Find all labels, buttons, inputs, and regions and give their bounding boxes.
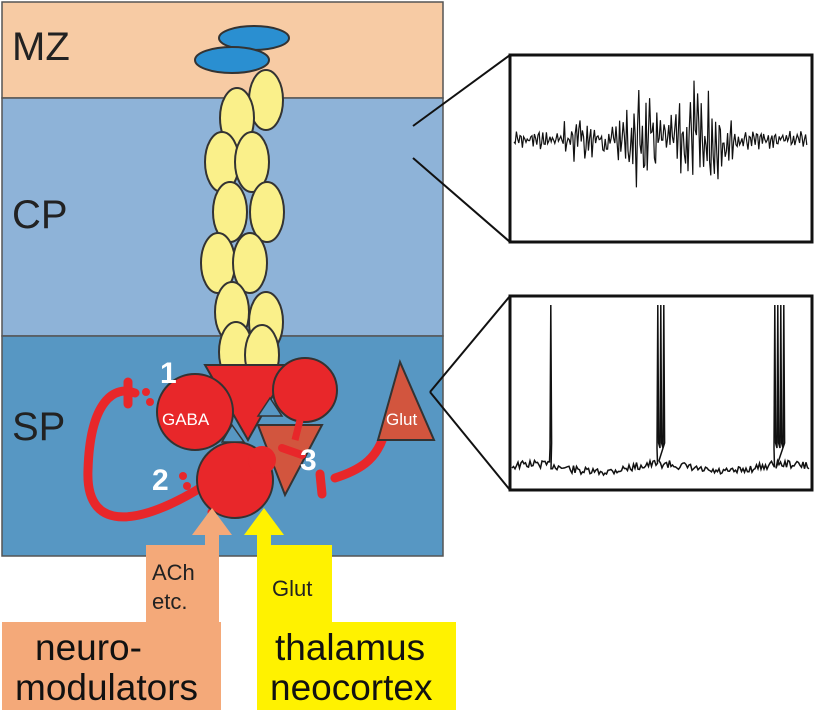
zoom-line-bottom-2 <box>429 391 511 491</box>
synapse-number-2: 2 <box>152 464 169 497</box>
synapse-number-3: 3 <box>300 444 317 477</box>
terminal-3 <box>315 469 327 499</box>
thalamus-arrow-head <box>244 508 284 535</box>
zoom-connectors <box>412 54 511 491</box>
migrating-neuron <box>232 232 268 294</box>
dot-1a <box>142 388 150 396</box>
oscillation-trace-box <box>508 53 814 244</box>
inner-triangle-hole-2 <box>220 423 246 443</box>
thalamus-title-2: neocortex <box>270 667 433 708</box>
neuromodulator-title-box <box>2 622 221 710</box>
zoom-line-top-2 <box>412 157 511 243</box>
layer-label-mz: MZ <box>12 25 70 69</box>
neuromodulator-label-box <box>146 545 219 625</box>
thalamus-title-box <box>257 622 456 710</box>
spike-trace <box>511 304 810 477</box>
layer-label-sp: SP <box>12 405 65 449</box>
thalamus-arrow <box>244 508 456 710</box>
dot-2a <box>179 472 187 480</box>
subplate-circuit <box>83 386 388 522</box>
thalamus-label-box <box>257 545 332 625</box>
cajal-retzius-cell <box>194 46 270 74</box>
inner-triangle-hole <box>256 396 284 417</box>
glut-neuron <box>376 359 436 441</box>
migrating-neuron <box>249 181 285 243</box>
dot-1b <box>146 398 154 406</box>
gaba-axon-right <box>291 419 304 441</box>
gaba-label: GABA <box>162 410 210 429</box>
gaba-neuron-center <box>248 446 276 474</box>
etc-label: etc. <box>152 589 187 614</box>
ach-label: ACh <box>152 560 195 585</box>
thalamus-glut-label: Glut <box>272 576 312 601</box>
neuromodulator-arrow-head <box>192 508 232 535</box>
neuromodulators-title-1: neuro- <box>35 627 142 668</box>
gaba-neuron-right <box>272 357 338 423</box>
gaba-neuron-left <box>156 373 234 451</box>
thalamus-title-1: thalamus <box>275 627 425 668</box>
oscillation-trace <box>513 80 808 188</box>
cajal-retzius-cells <box>194 25 290 74</box>
glut-neuron-label: Glut <box>386 410 417 429</box>
axon-to-synapse-3 <box>330 433 388 483</box>
synaptic-dots <box>142 388 191 490</box>
synapse-number-1: 1 <box>160 357 177 390</box>
gaba-terminal-right <box>278 444 306 459</box>
neuromodulator-arrow <box>2 508 232 710</box>
zoom-line-top-1 <box>412 54 511 127</box>
neuromodulators-title-2: modulators <box>15 667 198 708</box>
dot-2b <box>183 482 191 490</box>
axon-loop-left <box>83 386 210 522</box>
layer-label-cp: CP <box>12 193 68 237</box>
migrating-neuron <box>234 131 270 193</box>
zoom-line-bottom-1 <box>429 295 511 393</box>
